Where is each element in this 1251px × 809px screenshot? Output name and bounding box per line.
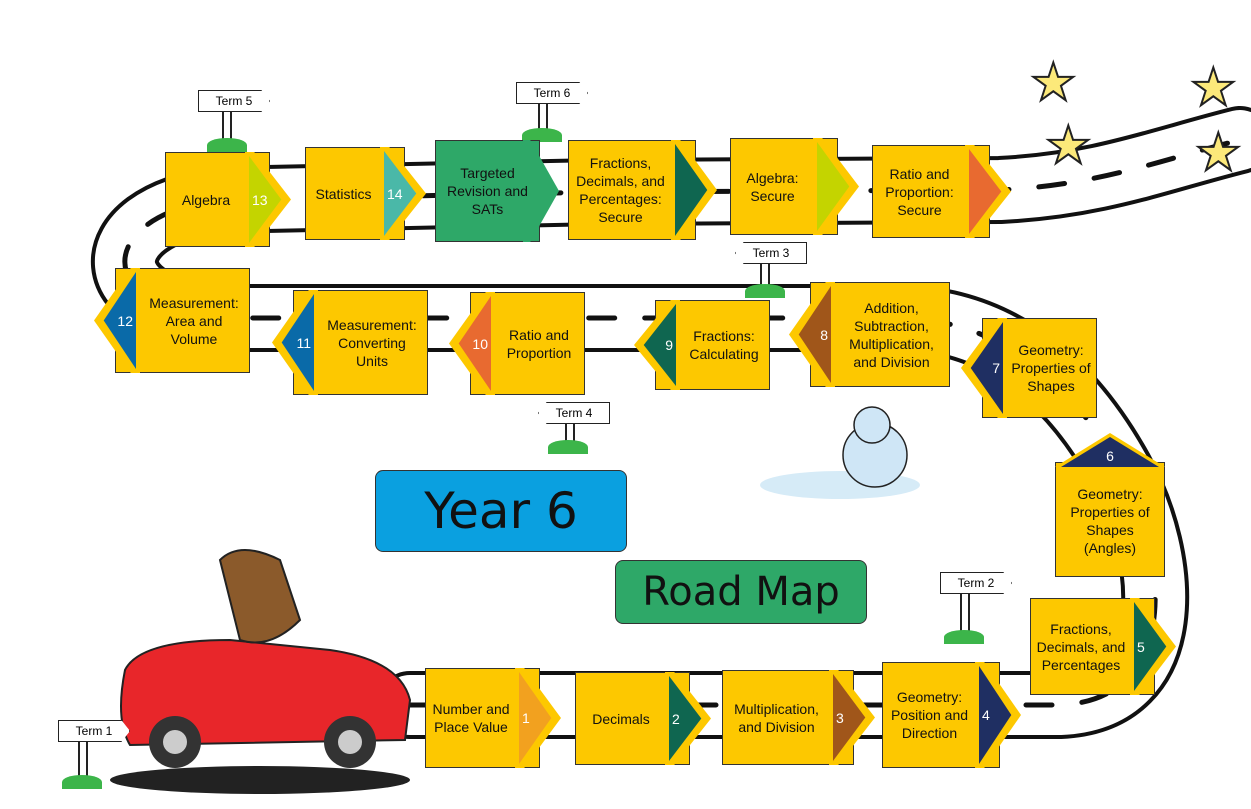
sign-post (222, 110, 232, 148)
grass (522, 128, 562, 142)
term-1-sign: Term 1 (58, 720, 130, 742)
step-6[interactable]: Geometry: Properties of Shapes (Angles)6 (1055, 433, 1165, 577)
snowman-illustration (760, 406, 920, 499)
sign-post (565, 420, 575, 450)
term-6-sign: Term 6 (516, 82, 588, 104)
step-8[interactable]: Addition, Subtraction, Multiplication, a… (789, 282, 950, 387)
secure-ratio[interactable]: Ratio and Proportion: Secure (872, 145, 1011, 238)
secure-fractions[interactable]: Fractions, Decimals, and Percentages: Se… (568, 140, 717, 240)
term-5-sign: Term 5 (198, 90, 270, 112)
sign-post (78, 738, 88, 783)
star-icon: ★ (1044, 117, 1093, 175)
grass (207, 138, 247, 152)
targeted-revision[interactable]: Targeted Revision and SATs (435, 140, 559, 242)
sign-post (760, 262, 770, 292)
star-icon: ★ (1189, 59, 1238, 117)
grass (745, 284, 785, 298)
secure-algebra[interactable]: Algebra: Secure (730, 138, 859, 235)
year-title: Year 6 (375, 470, 627, 552)
star-icon: ★ (1194, 124, 1243, 182)
car-illustration (110, 549, 412, 794)
sign-post (538, 102, 548, 137)
grass (548, 440, 588, 454)
term-2-sign: Term 2 (940, 572, 1012, 594)
grass (944, 630, 984, 644)
term-3-sign: Term 3 (735, 242, 807, 264)
sign-post (960, 592, 970, 637)
grass (62, 775, 102, 789)
star-icon: ★ (1029, 54, 1078, 112)
road-map-title: Road Map (615, 560, 867, 624)
term-4-sign: Term 4 (538, 402, 610, 424)
